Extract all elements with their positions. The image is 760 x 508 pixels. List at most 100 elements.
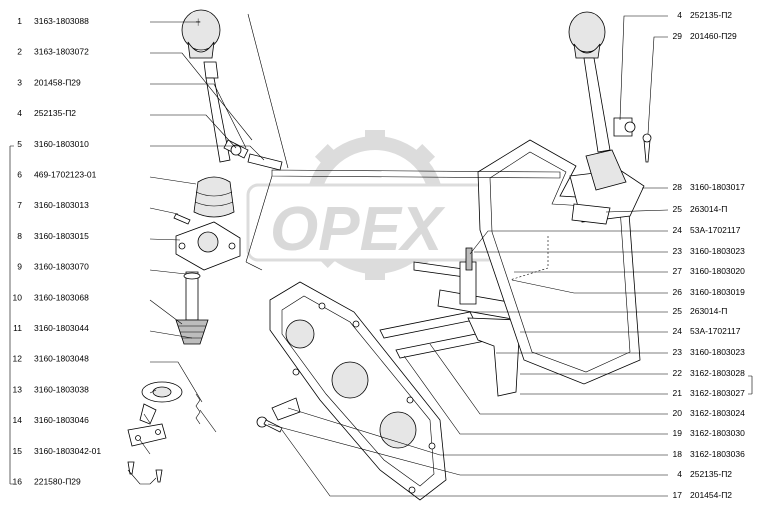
- right-callout-labels: 4 252135-П2 29 201460-П29 28 3160-1803017 25 26…: [673, 10, 746, 500]
- callout-part-number: 3162-1803036: [690, 449, 745, 459]
- detent-spring-1: [465, 247, 473, 271]
- bolt-shank: [263, 419, 283, 433]
- callout-number: 26: [673, 287, 683, 297]
- callout-number: 10: [13, 292, 23, 302]
- callout-part-number: 3160-1803013: [34, 200, 89, 210]
- clamp-nut: [230, 144, 242, 156]
- shaft-collar: [183, 272, 201, 280]
- callout-part-number: 53А-1702117: [690, 326, 741, 336]
- shift-rod-assembly: [379, 247, 521, 397]
- plate-hole-6: [408, 486, 416, 494]
- cover-plate-assembly: [256, 281, 447, 501]
- callout-number: 22: [673, 368, 683, 378]
- gearbox-cover-gasket: [489, 151, 631, 373]
- callout-number: 1: [17, 16, 22, 26]
- callout-number: 20: [673, 408, 683, 418]
- callout-number: 8: [17, 231, 22, 241]
- knob-shift-pattern: ╪: [195, 18, 201, 26]
- plate-hole-1: [318, 302, 326, 310]
- callout-part-number: 3163-1803072: [34, 47, 89, 57]
- callout-part-number: 3160-1803020: [690, 266, 745, 276]
- plate-hole-2: [352, 320, 360, 328]
- callout-part-number: 3162-1803024: [690, 408, 745, 418]
- callout-part-number: 3160-1803017: [690, 182, 745, 192]
- callout-part-number: 3160-1803015: [34, 231, 89, 241]
- lock-washer: [271, 397, 301, 421]
- callout-part-number: 3160-1803068: [34, 292, 89, 302]
- leader-lines-left: [127, 13, 289, 485]
- callout-part-number: 3160-1803023: [690, 347, 745, 357]
- housing-stud: [173, 213, 191, 225]
- gear-knob-left-neck: [187, 41, 215, 59]
- callout-number: 6: [17, 170, 22, 180]
- right-boot: [585, 149, 627, 191]
- retaining-screw: [643, 139, 651, 163]
- callout-part-number: 3160-1803046: [34, 415, 89, 425]
- callout-number: 15: [13, 446, 23, 456]
- callout-part-number: 221580-П29: [34, 477, 81, 487]
- shift-rod-upper: [379, 311, 475, 339]
- rubber-boot: [193, 176, 235, 218]
- bracket-hole-1: [135, 435, 141, 441]
- callout-part-number: 3160-1803070: [34, 262, 89, 272]
- callout-number: 24: [673, 225, 683, 235]
- callout-part-number: 3163-1803088: [34, 16, 89, 26]
- left-lever-assembly: ╪: [127, 9, 283, 483]
- spring-rod: [199, 409, 217, 433]
- housing-bore: [197, 231, 219, 253]
- plate-hole-4: [428, 442, 436, 450]
- housing-bolt-hole-1: [178, 242, 186, 250]
- callout-number: 2: [17, 47, 22, 57]
- callout-number: 9: [17, 262, 22, 272]
- callout-number: 11: [13, 323, 22, 333]
- callout-number: 13: [13, 384, 23, 394]
- gear-knob-right: [568, 11, 606, 53]
- lever-bushing: [203, 61, 219, 79]
- callout-part-number: 3160-1803048: [34, 354, 89, 364]
- callout-part-number: 201458-П29: [34, 77, 81, 87]
- callout-part-number: 3160-1803010: [34, 139, 89, 149]
- group-bracket-right: [748, 375, 753, 395]
- callout-number: 25: [673, 306, 683, 316]
- shift-fork-lower: [467, 317, 521, 397]
- gear-lever-rod: [205, 77, 231, 163]
- plate-bore-3: [379, 411, 417, 449]
- watermark-logo: OPEX: [246, 130, 500, 280]
- callout-number: 18: [673, 449, 683, 459]
- callout-number: 23: [673, 347, 683, 357]
- support-plate-hole: [152, 386, 172, 398]
- callout-number: 28: [673, 182, 683, 192]
- callout-number: 29: [673, 31, 683, 41]
- cover-plate-inner-edge: [281, 295, 435, 487]
- callout-part-number: 3160-1803038: [34, 384, 89, 394]
- callout-part-number: 3160-1803019: [690, 287, 745, 297]
- watermark-text: OPEX: [270, 195, 446, 264]
- callout-number: 5: [17, 139, 22, 149]
- callout-number: 19: [673, 428, 683, 438]
- group-bracket-left: [9, 145, 14, 485]
- callout-number: 4: [677, 469, 682, 479]
- plate-bore-2: [331, 361, 369, 399]
- right-lever-assembly: [477, 11, 652, 385]
- plate-hole-3: [406, 396, 414, 404]
- clamp-bolt-right: [624, 121, 636, 133]
- callout-part-number: 263014-П: [690, 306, 727, 316]
- plate-bore-1: [285, 319, 315, 349]
- callout-number: 24: [673, 326, 683, 336]
- callout-part-number: 201454-П2: [690, 490, 732, 500]
- retaining-screw-head: [642, 133, 652, 143]
- callout-number: 17: [673, 490, 683, 500]
- housing-bolt-hole-2: [228, 242, 236, 250]
- callout-part-number: 252135-П2: [690, 469, 732, 479]
- callout-part-number: 3162-1803027: [690, 388, 745, 398]
- callout-part-number: 3162-1803028: [690, 368, 745, 378]
- callout-part-number: 201460-П29: [690, 31, 737, 41]
- return-spring: [195, 393, 201, 425]
- callout-number: 21: [673, 388, 683, 398]
- lever-pin: [247, 153, 283, 171]
- callout-part-number: 3160-1803023: [690, 246, 745, 256]
- callout-number: 14: [13, 415, 23, 425]
- callout-part-number: 263014-П: [690, 204, 727, 214]
- bracket-hole-2: [155, 429, 161, 435]
